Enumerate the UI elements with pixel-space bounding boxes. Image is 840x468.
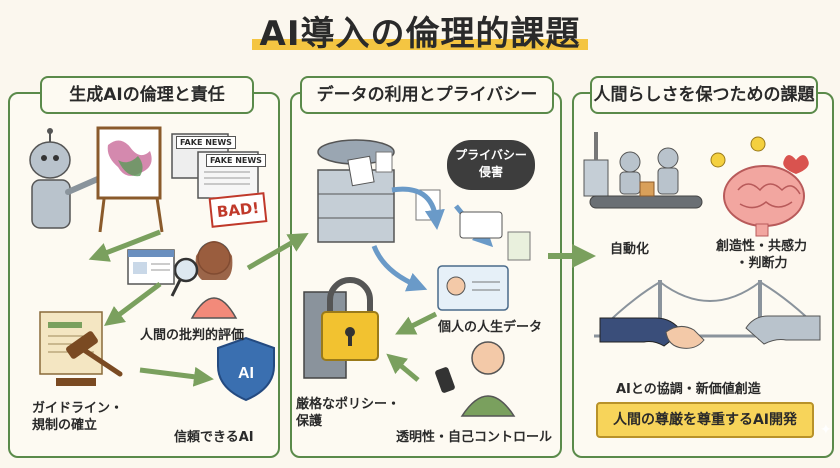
privacy-bubble: プライバシー 侵害 xyxy=(447,140,535,190)
ai-shield-icon xyxy=(217,336,275,402)
shield-ai-text: AI xyxy=(238,365,254,382)
label-policy: 厳格なポリシー・ 保護 xyxy=(296,396,400,430)
scroll-gavel-icon xyxy=(39,311,123,386)
bad-stamp: BAD! xyxy=(208,192,268,228)
fake-news-label-2: FAKE NEWS xyxy=(206,154,266,167)
lightbulb-icon xyxy=(710,136,766,168)
panel-title-generative-ai: 生成AIの倫理と責任 xyxy=(40,76,254,114)
label-creativity: 創造性・共感力 ・判断力 xyxy=(716,238,807,272)
easel-painting-icon xyxy=(96,126,164,233)
person-magnifier-icon xyxy=(170,241,238,319)
database-icon xyxy=(317,139,395,243)
label-transparency: 透明性・自己コントロール xyxy=(396,430,553,445)
label-creativity-line1: 創造性・共感力 xyxy=(716,239,808,254)
brain-icon xyxy=(723,165,805,237)
privacy-line2: 侵害 xyxy=(478,165,503,179)
heart-icon xyxy=(783,155,809,174)
label-automation: 自動化 xyxy=(610,242,650,257)
page-title: AI導入の倫理的課題 xyxy=(0,6,840,55)
conclusion-banner: 人間の尊厳を尊重するAI開発 xyxy=(596,402,814,438)
handshake-icon xyxy=(599,315,821,349)
robot-painter-icon xyxy=(29,128,103,229)
label-policy-line2: 保護 xyxy=(296,414,323,429)
sparkle-icon: ✦ xyxy=(820,422,832,438)
fake-news-label-1: FAKE NEWS xyxy=(176,136,236,149)
label-personal-data: 個人の人生データ xyxy=(438,320,543,335)
panel-humanity xyxy=(572,92,834,458)
label-guideline-line1: ガイドライン・ xyxy=(32,401,124,416)
label-policy-line1: 厳格なポリシー・ xyxy=(296,397,401,412)
label-trusted-ai: 信頼できるAI xyxy=(174,430,254,445)
person-phone-icon xyxy=(435,341,516,417)
id-card-icon xyxy=(437,211,509,311)
label-creativity-line2: ・判断力 xyxy=(735,256,788,271)
panel-title-humanity: 人間らしさを保つための課題 xyxy=(590,76,818,114)
factory-robots-icon xyxy=(583,132,703,209)
label-critical-eval: 人間の批判的評価 xyxy=(140,328,245,343)
server-lock-icon xyxy=(303,277,379,379)
panel-title-data-privacy: データの利用とプライバシー xyxy=(300,76,554,114)
documents-icon xyxy=(375,151,531,261)
label-guideline-line2: 規制の確立 xyxy=(32,418,98,433)
label-collaboration: AIとの協調・新価値創造 xyxy=(616,382,761,397)
browser-window-icon xyxy=(127,249,175,285)
label-guideline: ガイドライン・ 規制の確立 xyxy=(32,400,123,434)
privacy-line1: プライバシー xyxy=(455,148,527,162)
